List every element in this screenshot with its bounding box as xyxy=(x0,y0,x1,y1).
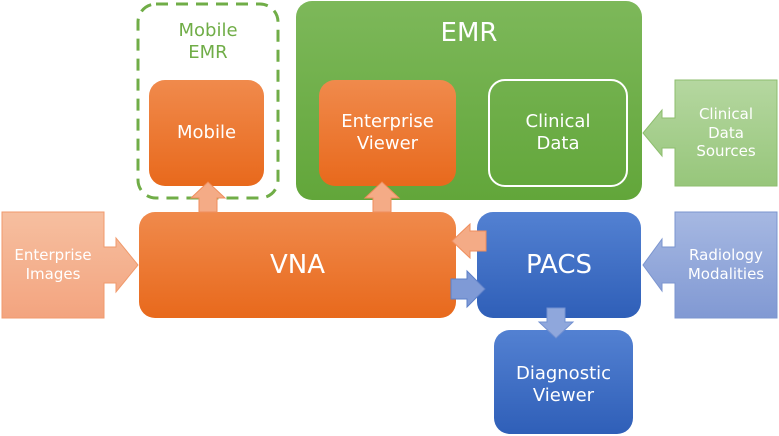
clinical-data-label: Clinical Data xyxy=(525,110,591,155)
enterprise-images-callout[interactable] xyxy=(1,211,139,319)
diagnostic-viewer-label: Diagnostic Viewer xyxy=(515,362,612,407)
arrow-vna-to-enterprise-viewer xyxy=(363,181,401,213)
pacs-node[interactable] xyxy=(477,212,641,318)
mobile-node[interactable] xyxy=(149,80,264,186)
diagnostic-viewer-node[interactable] xyxy=(494,330,633,434)
arrow-pacs-to-diagnostic-viewer xyxy=(537,307,575,339)
enterprise-viewer-node[interactable] xyxy=(319,80,456,186)
mobile-label: Mobile xyxy=(176,121,237,143)
arrow-pacs-to-vna xyxy=(451,222,487,260)
radiology-modalities-label: Radiology Modalities xyxy=(687,246,765,283)
vna-label: VNA xyxy=(269,249,326,280)
emr-label: EMR xyxy=(440,17,498,48)
mobile-emr-group-label: Mobile EMR xyxy=(178,19,238,64)
clinical-data-sources-callout[interactable] xyxy=(642,79,778,187)
arrow-vna-to-mobile xyxy=(189,181,227,213)
vna-node[interactable] xyxy=(139,212,456,318)
clinical-data-node[interactable] xyxy=(488,79,628,187)
arrow-vna-to-pacs xyxy=(450,269,486,309)
clinical-data-sources-label: Clinical Data Sources xyxy=(696,104,756,161)
enterprise-viewer-label: Enterprise Viewer xyxy=(341,110,434,155)
pacs-label: PACS xyxy=(525,249,592,280)
radiology-modalities-callout[interactable] xyxy=(642,211,778,319)
enterprise-images-label: Enterprise Images xyxy=(14,246,92,283)
